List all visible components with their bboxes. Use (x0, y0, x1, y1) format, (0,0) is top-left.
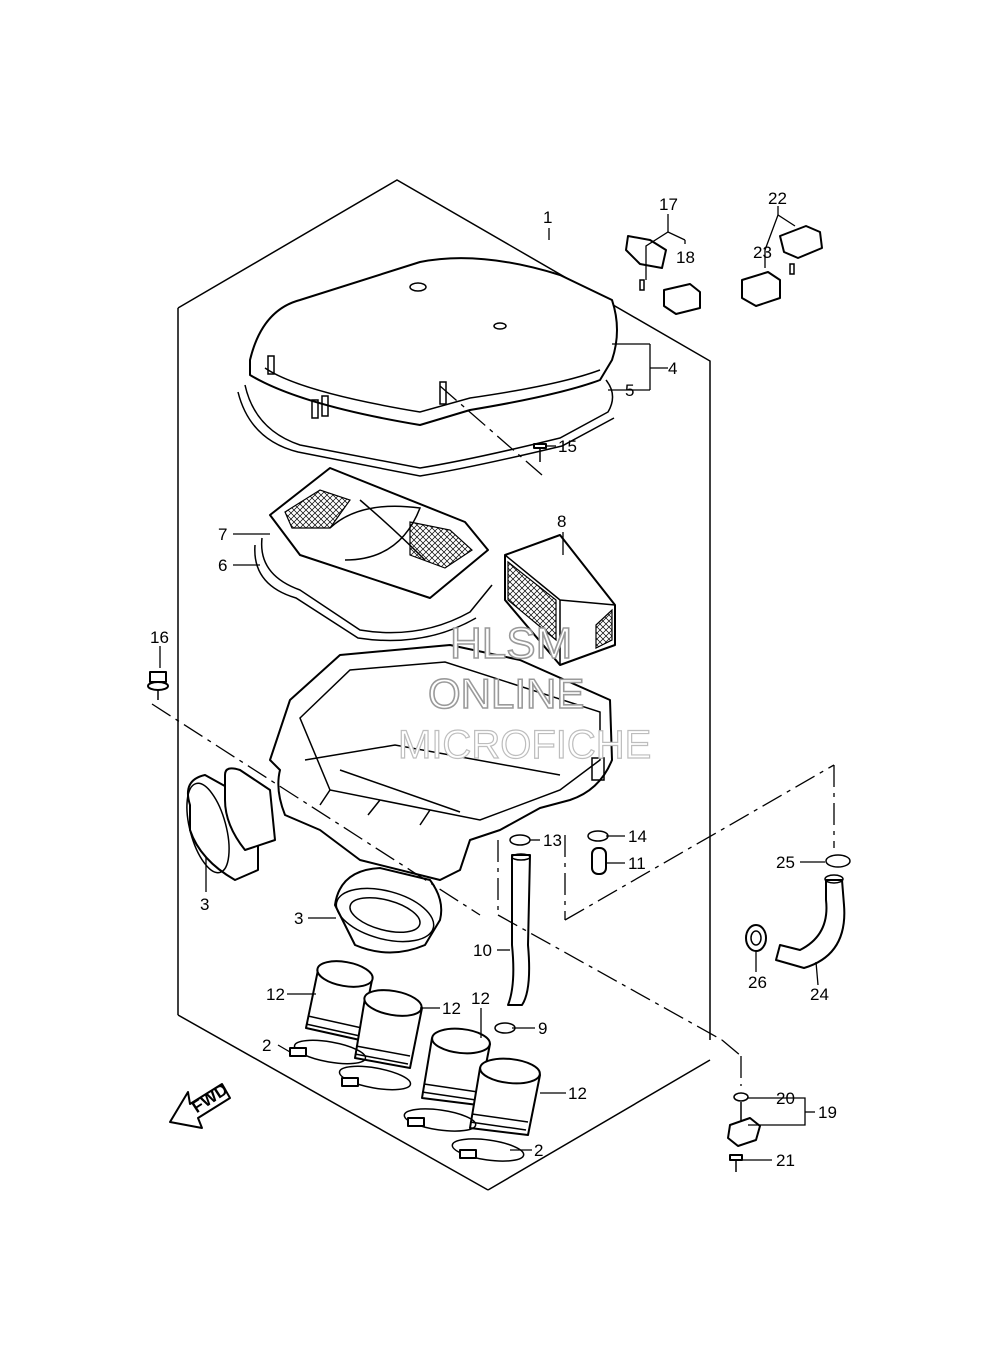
oring-20 (733, 1092, 749, 1102)
callout-23: 23 (753, 243, 772, 262)
callout-21: 21 (776, 1151, 795, 1170)
watermark-line-1: HLSM (450, 619, 572, 668)
callout-2-b: 2 (534, 1141, 543, 1160)
callout-9: 9 (538, 1019, 547, 1038)
callout-16: 16 (150, 628, 169, 647)
callout-2-a: 2 (262, 1036, 271, 1055)
hose-24 (775, 874, 846, 969)
drain-plug-11 (591, 847, 607, 875)
callout-13: 13 (543, 831, 562, 850)
intake-tubes (305, 960, 541, 1136)
lower-case[interactable] (269, 644, 613, 881)
clip-14 (587, 830, 609, 842)
callout-12-b: 12 (442, 999, 461, 1018)
screw-21 (729, 1154, 743, 1172)
callout-14: 14 (628, 827, 647, 846)
intake-tube-1 (305, 960, 374, 1041)
callout-12-c: 12 (471, 989, 490, 1008)
callout-15: 15 (558, 437, 577, 456)
clamp-26 (745, 924, 767, 952)
callout-4: 4 (668, 359, 677, 378)
clip-25 (825, 854, 851, 868)
sensor-22 (779, 225, 823, 275)
screw-15 (533, 443, 547, 462)
watermark-line-2: ONLINE (428, 670, 584, 717)
watermark: HLSM ONLINE MICROFICHE (397, 618, 652, 767)
callout-10: 10 (473, 941, 492, 960)
callout-18: 18 (676, 248, 695, 267)
sensor-19 (727, 1102, 761, 1147)
callout-11: 11 (628, 854, 646, 873)
dash-dot-leaders (151, 385, 835, 1086)
cap-23 (741, 271, 781, 307)
callout-5: 5 (625, 381, 634, 400)
callout-7: 7 (218, 525, 227, 544)
assembly-boundary (177, 179, 711, 1191)
watermark-line-3: MICROFICHE (398, 723, 651, 767)
cap-18 (663, 283, 701, 315)
callout-24: 24 (810, 985, 829, 1004)
callout-20: 20 (776, 1089, 795, 1108)
intake-duct-lower[interactable] (330, 867, 443, 954)
callout-22: 22 (768, 189, 787, 208)
callout-6: 6 (218, 556, 227, 575)
intake-tube-2 (354, 989, 423, 1069)
callout-12-a: 12 (266, 985, 285, 1004)
intake-tube-4 (469, 1057, 541, 1136)
leader-lines (159, 206, 825, 1161)
clip-13 (509, 834, 531, 846)
callout-26: 26 (748, 973, 767, 992)
element-gasket (254, 537, 493, 642)
forward-arrow-icon: FWD (169, 1080, 231, 1129)
callout-25: 25 (776, 853, 795, 872)
callout-3-lower: 3 (294, 909, 303, 928)
intake-tube-3 (421, 1027, 491, 1106)
callout-3-left: 3 (200, 895, 209, 914)
callout-1: 1 (543, 208, 552, 227)
callout-8: 8 (557, 512, 566, 531)
clamps (289, 1039, 525, 1162)
callout-17: 17 (659, 195, 678, 214)
upper-case-gasket (237, 379, 615, 477)
intake-duct-left[interactable] (179, 767, 276, 881)
air-filter-element[interactable] (269, 467, 489, 599)
upper-case[interactable] (249, 257, 618, 426)
callout-labels: 1 17 18 22 23 4 5 15 7 6 8 16 13 14 11 2… (150, 189, 837, 1170)
callout-19: 19 (818, 1103, 837, 1122)
callout-12-d: 12 (568, 1084, 587, 1103)
drain-hose (507, 853, 531, 1006)
bolt-16 (147, 671, 169, 700)
box-filter[interactable] (504, 534, 616, 666)
